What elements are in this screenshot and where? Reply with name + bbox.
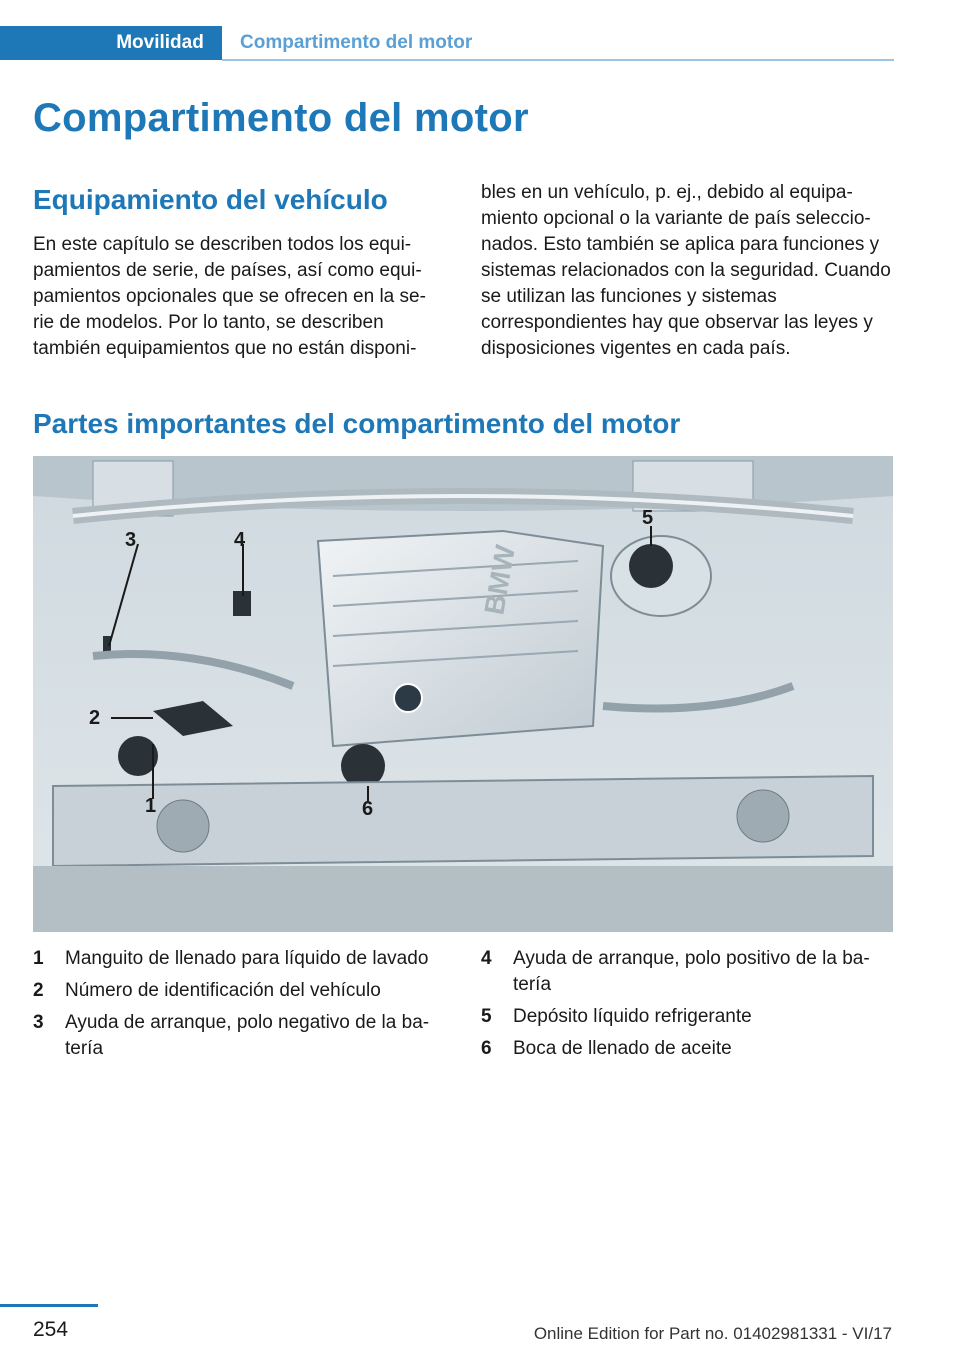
intro-paragraph-left: En este capítulo se describen todos los … <box>33 234 426 359</box>
legend-number: 5 <box>481 1006 492 1027</box>
header-rule <box>222 59 894 61</box>
edition-text: Online Edition for Part no. 01402981331 … <box>533 1324 892 1343</box>
legend-number: 6 <box>481 1038 492 1059</box>
legend-item-4: 4 Ayuda de arranque, polo positivo de la… <box>481 946 896 998</box>
engine-illustration: BMW 1 <box>33 456 893 932</box>
callout-2: 2 <box>89 707 100 729</box>
legend-number: 4 <box>481 948 492 969</box>
legend-item-5: 5 Depósito líquido refrigerante <box>481 1004 896 1030</box>
engine-cover <box>316 529 605 748</box>
intro-paragraph-right: bles en un vehículo, p. ej., debido al e… <box>481 182 891 359</box>
left-headlight-cap <box>156 799 210 853</box>
callout-6: 6 <box>362 798 373 820</box>
oil-filler-cap <box>341 744 385 788</box>
legend-text: Boca de llenado de aceite <box>513 1038 732 1059</box>
page-number: 254 <box>33 1318 69 1341</box>
front-bumper-area <box>33 866 893 932</box>
legend-text: Depósito líquido refrigerante <box>513 1006 752 1027</box>
legend-item-6: 6 Boca de llenado de aceite <box>481 1036 896 1062</box>
right-headlight-cap <box>736 789 790 843</box>
battery-positive-terminal <box>233 591 251 616</box>
legend-text: Ayuda de arranque, polo positivo de la b… <box>513 948 870 995</box>
legend-text: Manguito de llenado para líquido de lava… <box>65 948 429 969</box>
hose-right <box>602 682 795 713</box>
legend-item-1: 1 Manguito de llenado para líquido de la… <box>33 946 453 972</box>
radiator-support <box>52 774 874 868</box>
breadcrumb-tab-movilidad[interactable]: Movilidad <box>98 26 222 60</box>
callout-5: 5 <box>642 507 653 529</box>
legend-number: 2 <box>33 980 44 1001</box>
legend-text: Número de identificación del vehículo <box>65 980 381 1001</box>
legend-item-2: 2 Número de identificación del vehículo <box>33 978 453 1004</box>
battery-negative-terminal <box>103 636 111 656</box>
bmw-logo-icon <box>393 683 423 713</box>
legend-number: 3 <box>33 1012 44 1033</box>
legend-item-3: 3 Ayuda de arranque, polo negativo de la… <box>33 1010 453 1062</box>
callout-1: 1 <box>145 795 156 817</box>
vin-plate <box>153 701 233 736</box>
callout-3: 3 <box>125 529 136 551</box>
section-heading-partes: Partes importantes del compartimento del… <box>33 408 681 439</box>
washer-fluid-cap <box>118 736 158 776</box>
legend-text: Ayuda de arranque, polo negativo de la b… <box>65 1012 430 1059</box>
legend-list-right: 4 Ayuda de arranque, polo positivo de la… <box>481 946 896 1068</box>
footer-rule <box>0 1304 98 1307</box>
engine-compartment-figure: BMW 1 <box>33 456 893 932</box>
section-heading-equipamiento: Equipamiento del vehículo <box>33 184 388 215</box>
hose-left <box>92 650 295 690</box>
legend-list-left: 1 Manguito de llenado para líquido de la… <box>33 946 453 1068</box>
breadcrumb-tab-compartimento[interactable]: Compartimento del motor <box>240 32 473 53</box>
callout-4: 4 <box>234 529 246 551</box>
page-title: Compartimento del motor <box>33 96 529 140</box>
legend-number: 1 <box>33 948 44 969</box>
coolant-cap <box>629 544 673 588</box>
